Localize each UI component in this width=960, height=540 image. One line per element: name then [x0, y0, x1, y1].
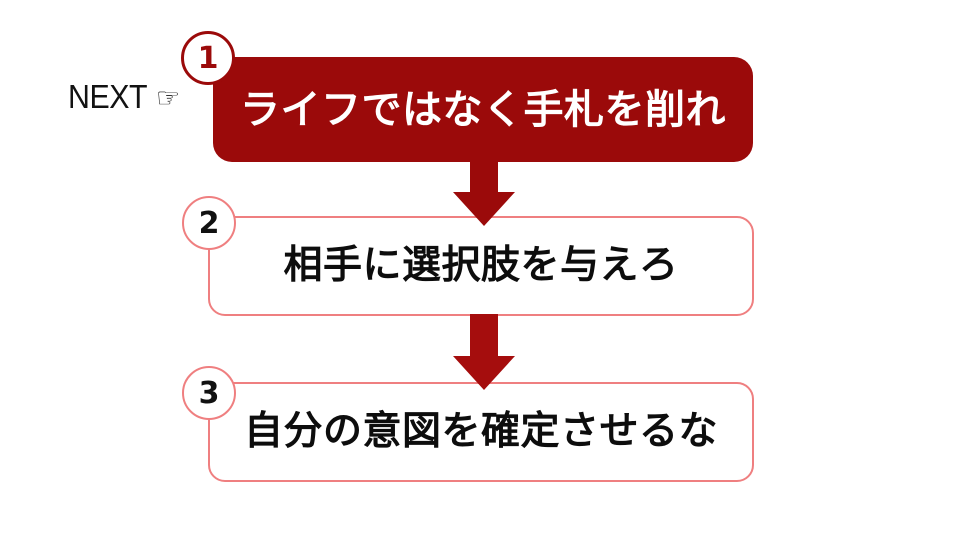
flow-step-1[interactable]: ライフではなく手札を削れ: [213, 57, 753, 162]
flow-step-3-text: 自分の意図を確定させるな: [243, 408, 718, 454]
pointing-hand-right-icon: ☞: [156, 82, 181, 113]
step-badge-3: 3: [182, 366, 236, 420]
arrow-down-icon-1: [453, 148, 515, 226]
step-badge-1: 1: [181, 31, 235, 85]
arrow-down-icon-2: [453, 314, 515, 390]
flow-step-3[interactable]: 自分の意図を確定させるな: [208, 382, 754, 482]
flow-step-2[interactable]: 相手に選択肢を与えろ: [208, 216, 754, 316]
flow-step-2-text: 相手に選択肢を与えろ: [283, 242, 679, 288]
step-badge-2: 2: [182, 196, 236, 250]
flow-step-1-text: ライフではなく手札を削れ: [240, 86, 726, 133]
next-label-text: NEXT: [68, 78, 148, 115]
next-marker: NEXT ☞: [68, 80, 180, 113]
